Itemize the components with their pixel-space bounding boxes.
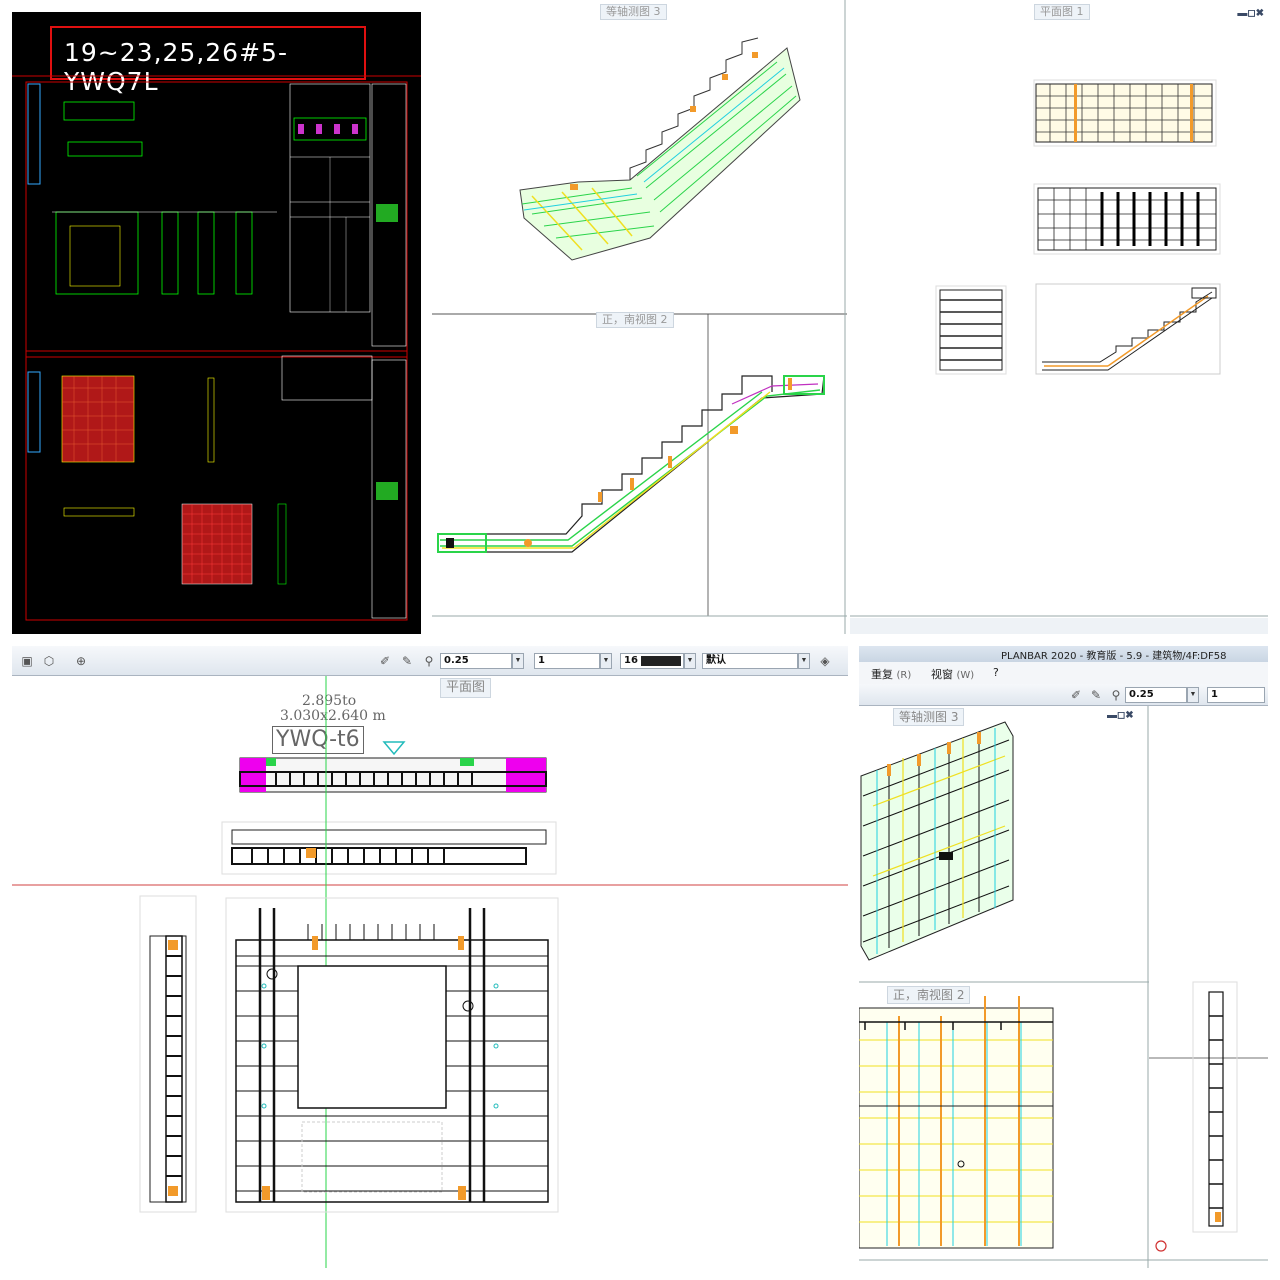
pen-thickness-dropdown[interactable]: ▼ [512,653,524,669]
main-toolbar: ▣ ⬡ ⊕ ✐ ✎ ⚲ 0.25 ▼ 1 ▼ 16 ▼ 默认 ▼ ◈ [12,646,848,676]
menu-bar: 重复 (R) 视窗 (W) ? [859,662,1268,684]
cube-icon[interactable]: ⬡ [43,654,55,668]
view-tab-front[interactable]: 正，南视图 2 [596,312,674,328]
planbar-window[interactable]: PLANBAR 2020 - 教育版 - 5.9 - 建筑物/4F:DF58 重… [859,646,1268,1268]
pen-thickness-dropdown[interactable]: ▼ [1187,687,1199,703]
window-title: PLANBAR 2020 - 教育版 - 5.9 - 建筑物/4F:DF58 [1001,651,1227,662]
view-icon[interactable]: ▣ [21,654,33,668]
menu-help-label: ? [993,666,999,679]
view-tab-plan[interactable]: 平面图 [440,678,492,698]
plan-views-drawing [850,79,1268,634]
wall-panel-views[interactable]: ▣ ⬡ ⊕ ✐ ✎ ⚲ 0.25 ▼ 1 ▼ 16 ▼ 默认 ▼ ◈ 平面图 2… [12,646,848,1268]
view-tab-iso[interactable]: 等轴测图 3 [600,4,667,20]
format-brush-icon[interactable]: ✐ [379,654,391,668]
plan-views-panel[interactable]: 平面图 1 ▬◻✖ [850,0,1268,634]
view-tab-iso[interactable]: 等轴测图 3 [893,708,965,726]
menu-repeat[interactable]: 重复 (R) [871,666,911,682]
format-brush-icon[interactable]: ✐ [1070,688,1082,702]
stair-views-panel[interactable]: 等轴测图 3 [432,0,847,634]
iso-stair-drawing [432,0,847,634]
planbar-toolbar: ✐ ✎ ⚲ 0.25 ▼ 1 [859,684,1268,706]
menu-window[interactable]: 视窗 (W) [931,666,974,682]
window-controls[interactable]: ▬◻✖ [1237,8,1264,19]
pen-icon[interactable]: ✎ [1090,688,1102,702]
layer-icon[interactable]: ◈ [820,654,830,668]
element-label: YWQ-t6 [272,726,364,754]
view-tab-plan[interactable]: 平面图 1 [1034,4,1090,20]
layer-dropdown[interactable]: ▼ [798,653,810,669]
drawing-id-label: 19~23,25,26#5-YWQ7L [64,38,288,96]
pipette-icon[interactable]: ⚲ [1111,688,1121,702]
pen-icon[interactable]: ✎ [401,654,413,668]
menu-help[interactable]: ? [993,666,999,679]
line-type-field[interactable]: 1 [534,653,600,669]
layer-field[interactable]: 默认 [702,653,798,669]
pen-thickness-field[interactable]: 0.25 [440,653,512,669]
dimension-text-1: 2.895to [302,693,357,709]
menu-repeat-label: 重复 [871,668,893,681]
view-tab-front[interactable]: 正，南视图 2 [887,986,971,1004]
cad-sheet-drawing [12,75,421,621]
menu-repeat-key: (R) [896,670,912,681]
menu-window-label: 视窗 [931,668,953,681]
color-number: 16 [624,655,638,666]
pen-thickness-field[interactable]: 0.25 [1125,687,1187,703]
color-dropdown[interactable]: ▼ [684,653,696,669]
pipette-icon[interactable]: ⚲ [424,654,434,668]
dimension-text-2: 3.030x2.640 m [280,708,386,724]
zoom-help-icon[interactable]: ⊕ [75,654,87,668]
planbar-views-drawing [859,706,1268,1268]
window-controls[interactable]: ▬◻✖ [1107,710,1134,721]
color-swatch [641,656,681,666]
drawing-id-box: 19~23,25,26#5-YWQ7L [50,26,366,96]
line-type-dropdown[interactable]: ▼ [600,653,612,669]
wall-panel-drawing [12,676,848,1268]
menu-window-key: (W) [956,670,975,681]
line-type-field[interactable]: 1 [1207,687,1265,703]
color-field[interactable]: 16 [620,653,684,669]
cad-sheet-panel[interactable]: 19~23,25,26#5-YWQ7L [12,12,421,634]
